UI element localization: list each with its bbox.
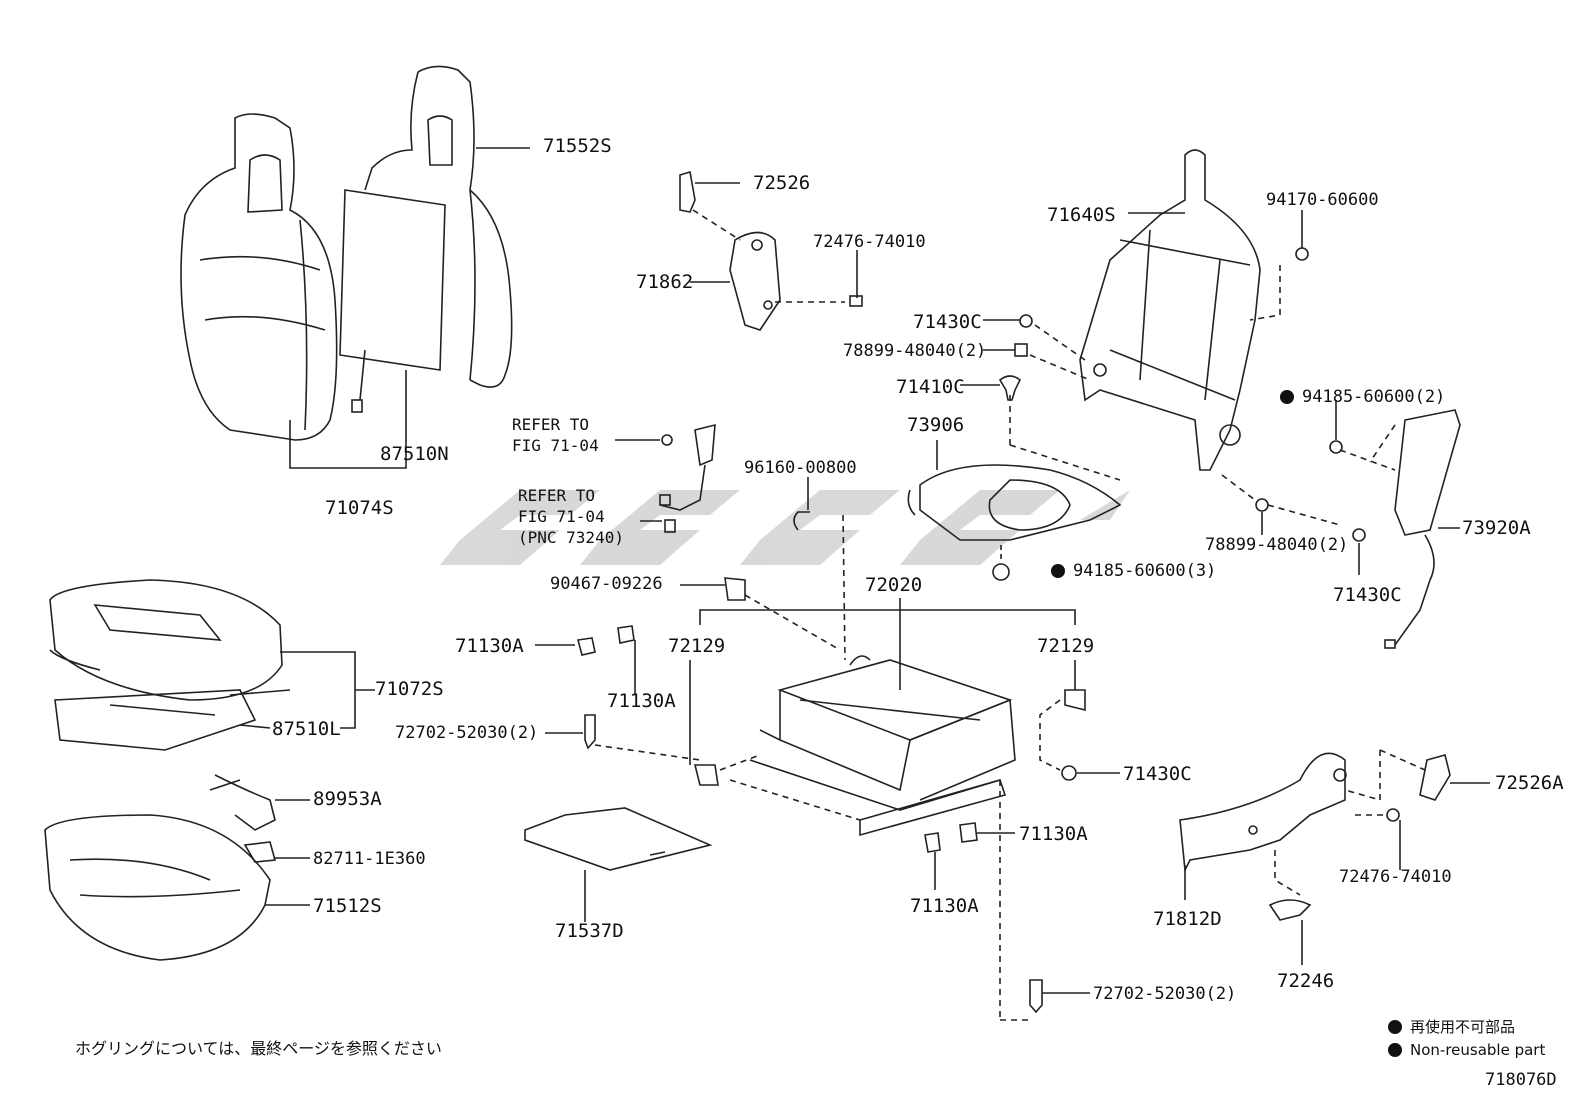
part-label-72020[interactable]: 72020 — [865, 574, 923, 596]
part-label-94185-60600-2[interactable]: 94185-60600(2) — [1280, 389, 1445, 406]
part-label-72702-52030-b[interactable]: 72702-52030(2) — [1093, 984, 1237, 1004]
refer-line: FIG 71-04 — [512, 435, 599, 455]
part-label-71512S[interactable]: 71512S — [313, 895, 382, 917]
seat-cushion-71072S — [49, 579, 283, 701]
refer-line: REFER TO — [518, 486, 596, 505]
part-label-71812D[interactable]: 71812D — [1153, 908, 1222, 930]
seat-adjuster-72020 — [749, 655, 1016, 837]
part-label-72246[interactable]: 72246 — [1277, 970, 1335, 992]
seatback-cover-71552S — [364, 65, 513, 388]
part-label-72526[interactable]: 72526 — [753, 172, 811, 194]
part-label-text: 94185-60600(3) — [1073, 561, 1217, 581]
cushion-cover-71512S — [44, 814, 271, 961]
watermark — [440, 490, 1130, 565]
refer-line: FIG 71-04 — [518, 506, 605, 526]
part-label-71640S[interactable]: 71640S — [1047, 204, 1116, 226]
part-label-71862[interactable]: 71862 — [636, 271, 694, 293]
cushion-pad-87510L — [54, 689, 291, 751]
part-label-71130A-a[interactable]: 71130A — [455, 635, 524, 657]
part-label-78899-48040-b[interactable]: 78899-48040(2) — [1205, 535, 1349, 555]
legend-text: Non-reusable part — [1410, 1041, 1546, 1059]
harness-89953A — [209, 774, 276, 831]
legend-dot — [1388, 1020, 1402, 1034]
refer-fig-71-04-b[interactable]: REFER TO FIG 71-04 (PNC 73240) — [518, 486, 624, 548]
part-label-87510L[interactable]: 87510L — [272, 718, 341, 740]
part-label-71537D[interactable]: 71537D — [555, 920, 624, 942]
refer-line: (PNC 73240) — [518, 527, 624, 547]
legend-jp: 再使用不可部品 — [1388, 1016, 1515, 1037]
part-label-72129-b[interactable]: 72129 — [1037, 635, 1095, 657]
part-label-82711-1E360[interactable]: 82711-1E360 — [313, 849, 426, 869]
part-label-73906[interactable]: 73906 — [907, 414, 965, 436]
part-label-text: 94185-60600(2) — [1302, 387, 1446, 407]
shield-cover-71537D — [524, 807, 713, 871]
seatbelt-buckle — [659, 423, 716, 533]
part-label-71552S[interactable]: 71552S — [543, 135, 612, 157]
legend-dot — [1388, 1043, 1402, 1057]
refer-fig-71-04-a[interactable]: REFER TO FIG 71-04 — [512, 415, 599, 457]
part-label-71430C-a[interactable]: 71430C — [913, 311, 982, 333]
part-label-71430C-c[interactable]: 71430C — [1123, 763, 1192, 785]
part-label-96160-00800[interactable]: 96160-00800 — [744, 458, 857, 478]
part-label-71130A-c[interactable]: 71130A — [1019, 823, 1088, 845]
part-label-90467-09226[interactable]: 90467-09226 — [550, 574, 663, 594]
seatback-pad-87510N — [339, 189, 446, 371]
figure-id: 718076D — [1485, 1070, 1557, 1090]
part-label-94170-60600[interactable]: 94170-60600 — [1266, 190, 1379, 210]
part-label-72476-74010-top[interactable]: 72476-74010 — [813, 232, 926, 252]
part-label-71130A-b[interactable]: 71130A — [607, 690, 676, 712]
part-label-71072S[interactable]: 71072S — [375, 678, 444, 700]
part-label-71074S[interactable]: 71074S — [325, 497, 394, 519]
refer-line: REFER TO — [512, 415, 590, 434]
non-reusable-marker — [1280, 390, 1294, 404]
part-label-73920A[interactable]: 73920A — [1462, 517, 1531, 539]
part-label-87510N[interactable]: 87510N — [380, 443, 449, 465]
hog-ring-note: ホグリングについては、最終ページを参照ください — [75, 1039, 442, 1058]
part-label-72476-74010-bot[interactable]: 72476-74010 — [1339, 867, 1452, 887]
part-label-72526A[interactable]: 72526A — [1495, 772, 1564, 794]
part-label-72702-52030-a[interactable]: 72702-52030(2) — [395, 723, 539, 743]
side-shield-71812D — [1179, 752, 1347, 873]
part-label-94185-60600-3[interactable]: 94185-60600(3) — [1051, 563, 1216, 580]
part-label-71430C-b[interactable]: 71430C — [1333, 584, 1402, 606]
part-label-89953A[interactable]: 89953A — [313, 788, 382, 810]
part-label-71410C[interactable]: 71410C — [896, 376, 965, 398]
seat-pan-73906 — [907, 464, 1122, 541]
non-reusable-marker — [1051, 564, 1065, 578]
part-label-78899-48040-a[interactable]: 78899-48040(2) — [843, 341, 987, 361]
part-label-71130A-d[interactable]: 71130A — [910, 895, 979, 917]
seatback-cover-71074S — [180, 113, 366, 441]
recliner-cover-71862 — [679, 170, 781, 331]
seatback-frame-71640S — [1079, 149, 1261, 471]
part-label-72129-a[interactable]: 72129 — [668, 635, 726, 657]
legend-en: Non-reusable part — [1388, 1041, 1545, 1059]
legend-text: 再使用不可部品 — [1410, 1018, 1516, 1036]
side-airbag-73920A — [1384, 409, 1461, 649]
